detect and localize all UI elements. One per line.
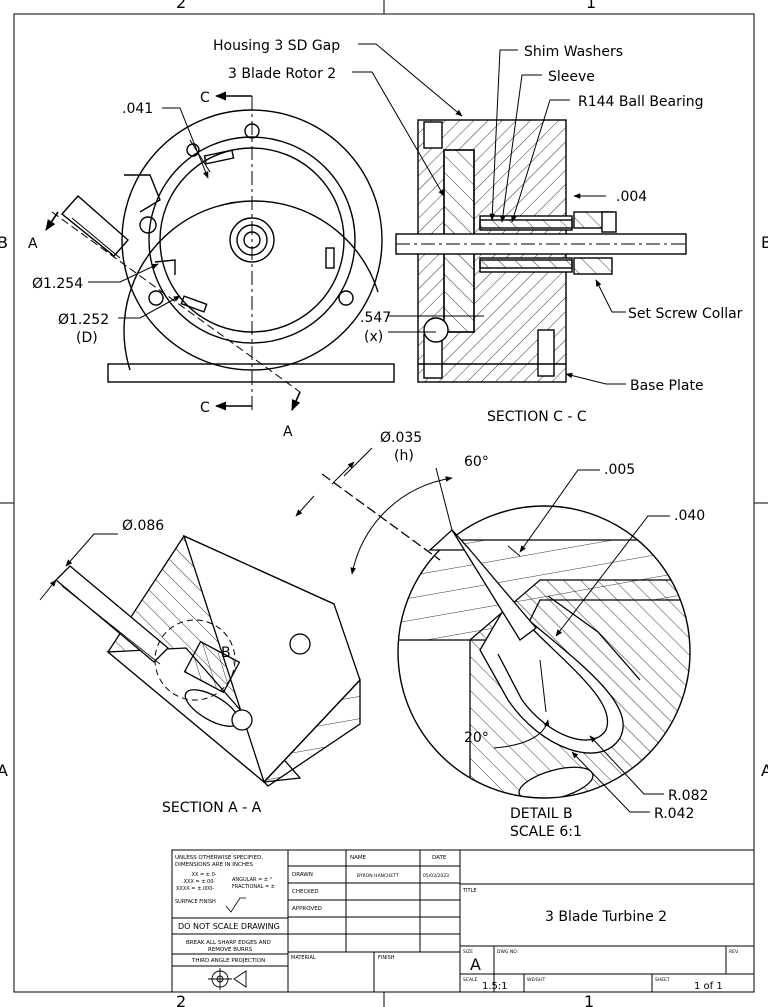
dim-004: .004	[616, 189, 647, 205]
tb-notes-line-2: DIMENSIONS ARE IN INCHES	[175, 862, 253, 868]
callout-set-screw: Set Screw Collar	[628, 306, 743, 322]
tb-sheet-label: SHEET	[655, 977, 670, 983]
radius-082: R.082	[668, 788, 708, 804]
tb-projection: THIRD ANGLE PROJECTION	[191, 958, 265, 964]
dim-040: .040	[674, 508, 705, 524]
dim-041: .041	[122, 101, 153, 117]
tb-drawn-date: 05/03/2023	[423, 873, 449, 879]
tb-sheet-value: 1 of 1	[694, 981, 723, 992]
dia-1252: Ø1.252	[58, 312, 109, 328]
dim-547: .547	[360, 310, 391, 326]
tb-material-label: MATERIAL	[291, 955, 316, 961]
detail-b-marker: B	[221, 645, 231, 661]
detail-b-dims	[295, 447, 670, 813]
zone-right-upper: B	[761, 233, 768, 252]
angle-20: 20°	[464, 730, 489, 746]
detail-b-title: DETAIL B	[510, 806, 573, 822]
tb-rev-label: REV.	[729, 949, 739, 955]
angle-60: 60°	[464, 454, 489, 470]
section-aa-dims	[39, 533, 118, 601]
section-aa-view	[55, 534, 361, 787]
front-view-centerlines	[51, 96, 301, 410]
dia-086: Ø.086	[122, 518, 164, 534]
surface-finish-symbol	[225, 897, 246, 913]
callout-bearing: R144 Ball Bearing	[578, 94, 704, 110]
section-cc-view	[395, 119, 687, 383]
callout-sleeve: Sleeve	[548, 69, 595, 85]
callout-base-plate: Base Plate	[630, 378, 704, 394]
tb-scale-value: 1.5:1	[482, 981, 508, 992]
section-aa-title: SECTION A - A	[162, 800, 262, 816]
tb-notes-line-1: UNLESS OTHERWISE SPECIFIED,	[175, 855, 263, 861]
detail-b-view	[321, 473, 691, 799]
tb-tol-xx: .XX = ±.0-	[190, 872, 217, 878]
tb-tol-fractional: FRACTIONAL = ±	[232, 884, 275, 890]
tb-row-approved: APPROVED	[292, 906, 322, 912]
section-c-label-top: C	[200, 90, 210, 106]
callout-rotor: 3 Blade Rotor 2	[228, 66, 336, 82]
zone-top-left: 2	[176, 0, 186, 12]
tb-weight-label: WEIGHT	[527, 977, 545, 983]
dim-547-note: (x)	[364, 329, 383, 345]
section-cc-title: SECTION C - C	[487, 409, 587, 425]
tb-surface-finish: SURFACE FINISH	[175, 899, 216, 905]
detail-b-scale: SCALE 6:1	[510, 824, 582, 840]
front-view-dimensions	[88, 107, 211, 319]
tb-size-label: SIZE	[463, 949, 473, 955]
zone-left-lower: A	[0, 761, 8, 780]
zone-right-lower: A	[761, 761, 768, 780]
dia-1254: Ø1.254	[32, 276, 83, 292]
tb-dwg-no-label: DWG NO.	[497, 949, 518, 955]
section-c-label-bottom: C	[200, 400, 210, 416]
tb-finish-label: FINISH	[378, 955, 395, 961]
dia-1252-note: (D)	[76, 330, 98, 346]
section-a-label-bottom: A	[283, 424, 293, 440]
tb-col-name: NAME	[350, 855, 367, 861]
tb-break-edges-2: REMOVE BURRS	[208, 947, 253, 953]
section-cc-leaders	[352, 43, 626, 385]
tb-tol-xxxx: XXXX = ±.000-	[176, 886, 214, 892]
tb-row-drawn: DRAWN	[292, 872, 313, 878]
zone-bottom-left: 2	[176, 992, 186, 1007]
dia-035: Ø.035	[380, 430, 422, 446]
tb-tol-xxx: .XXX = ±.00-	[182, 879, 215, 885]
radius-042: R.042	[654, 806, 694, 822]
tb-scale-label: SCALE	[463, 977, 478, 983]
tb-row-checked: CHECKED	[292, 889, 319, 895]
title-block-grid	[171, 849, 755, 993]
tb-tol-angular: ANGULAR = ± °	[232, 877, 273, 883]
dim-005: .005	[604, 462, 635, 478]
tb-col-date: DATE	[432, 855, 447, 861]
zone-bottom-right: 1	[584, 992, 594, 1007]
tb-title: 3 Blade Turbine 2	[545, 909, 667, 925]
callout-housing: Housing 3 SD Gap	[213, 38, 340, 54]
third-angle-projection-icon	[208, 968, 247, 990]
tb-size-value: A	[470, 955, 481, 974]
tb-do-not-scale: DO NOT SCALE DRAWING	[178, 922, 280, 931]
front-view	[60, 109, 395, 383]
dia-035-note: (h)	[394, 448, 414, 464]
section-c-markers	[45, 91, 301, 412]
section-a-label-top: A	[28, 236, 38, 252]
callout-shim: Shim Washers	[524, 44, 623, 60]
tb-drawn-name: BYRON HANCHETT	[357, 873, 399, 879]
tb-break-edges-1: BREAK ALL SHARP EDGES AND	[186, 940, 271, 946]
tb-title-label: TITLE	[462, 888, 477, 894]
zone-left-upper: B	[0, 233, 8, 252]
zone-top-right: 1	[586, 0, 596, 12]
